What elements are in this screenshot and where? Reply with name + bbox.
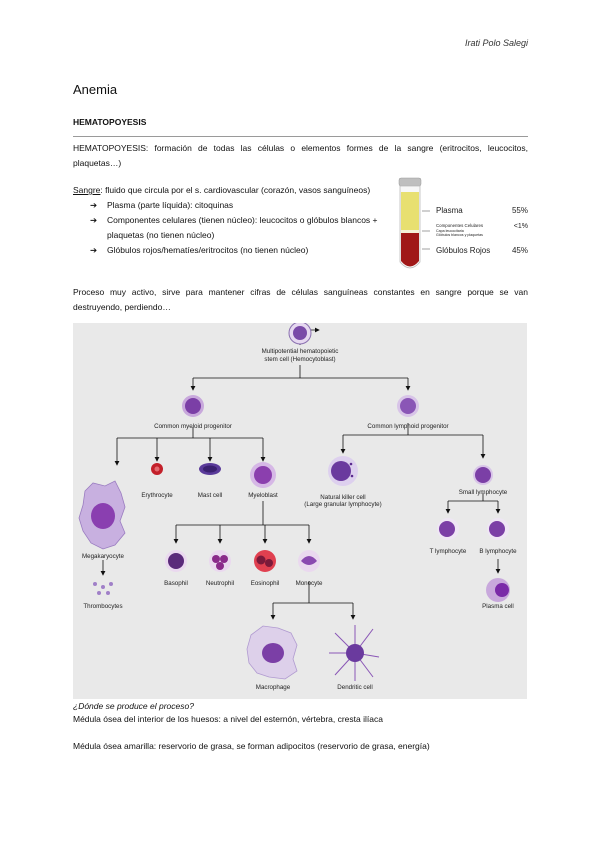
macrophage-icon [246,625,298,680]
eosinophil-label: Eosinophil [251,580,280,587]
b-lymphocyte-icon [487,518,509,540]
hematopoiesis-diagram: Multipotential hematopoietic stem cell (… [73,323,527,699]
basophil-icon [165,550,187,572]
monocyte-label: Monocyte [296,580,323,587]
t-lymphocyte-icon [437,518,459,540]
t-lymphocyte-label: T lymphocyte [430,548,467,555]
arrow-icon: ➔ [90,200,98,210]
rbc-layer [401,233,419,267]
section-divider [73,136,528,137]
erythrocyte-icon [151,463,163,475]
stem-label-2: stem cell (Hemocytoblast) [264,356,335,363]
myeloblast-label: Myeloblast [248,492,278,499]
nk-label-1: Natural killer cell [320,494,365,501]
rbc-pct: 45% [512,246,528,255]
dendritic-cell-icon [329,625,380,681]
sangre-text: : fluido que circula por el s. cardiovas… [100,185,371,195]
sangre-term: Sangre [73,185,101,195]
rbc-label: Glóbulos Rojos [436,246,490,255]
b-lymphocyte-label: B lymphocyte [479,548,517,555]
megakaryocyte-label: Megakaryocyte [82,553,125,560]
plasma-layer [401,192,419,230]
stem-label-1: Multipotential hematopoietic [262,348,339,355]
list-item: ➔Plasma (parte líquida): citoquinas [90,198,400,213]
small-lymphocyte-icon [473,465,493,485]
myeloid-label: Common myeloid progenitor [154,423,232,430]
buffy-coat-layer [401,230,419,233]
plasma-cell-label: Plasma cell [482,603,514,610]
buffy-sub1: Capa leucocitaria [436,229,464,233]
author-name: Irati Polo Salegi [464,38,528,48]
erythrocyte-label: Erythrocyte [141,492,173,499]
mast-cell-icon [199,463,221,475]
basophil-label: Basophil [164,580,188,587]
lymphoid-progenitor-icon [397,395,419,417]
megakaryocyte-icon [78,480,126,550]
question-text: ¿Dónde se produce el proceso? [73,701,194,711]
eosinophil-icon [254,550,276,572]
monocyte-icon [298,550,320,572]
list-item: ➔Glóbulos rojos/hematíes/eritrocitos (no… [90,243,400,258]
dendritic-label: Dendritic cell [337,684,372,691]
myeloblast-icon [250,462,276,488]
blood-tube-figure: Plasma 55% Componentes Celulares <1% Cap… [398,177,528,269]
neutrophil-label: Neutrophil [206,580,234,587]
plasma-label: Plasma [436,206,463,215]
process-paragraph: Proceso muy activo, sirve para mantener … [73,287,528,312]
buffy-pct: <1% [514,223,528,230]
arrow-icon: ➔ [90,245,98,255]
neutrophil-icon [209,550,231,572]
buffy-sub2: Glóbulos blancos y plaquetas [436,233,483,237]
sangre-list: ➔Plasma (parte líquida): citoquinas ➔Com… [90,198,400,258]
myeloid-progenitor-icon [182,395,204,417]
arrow-icon: ➔ [90,215,98,225]
nk-label-2: (Large granular lymphocyte) [304,501,381,508]
thrombocytes-icon [93,582,113,595]
mast-cell-label: Mast cell [198,492,222,499]
medula-amarilla-text: Médula ósea amarilla: reservorio de gras… [73,741,430,751]
plasma-cell-icon [486,578,510,602]
nk-cell-icon [328,456,358,486]
buffy-label: Componentes Celulares [436,223,484,228]
sangre-paragraph: Sangre: fluido que circula por el s. car… [73,183,393,198]
thrombocytes-label: Thrombocytes [83,603,122,610]
page-title: Anemia [73,82,118,97]
medula-roja-text: Médula ósea del interior de los huesos: … [73,714,383,724]
definition-term: HEMATOPOYESIS [73,143,146,153]
lymphoid-label: Common lymphoid progenitor [367,423,448,430]
section-heading: HEMATOPOYESIS [73,117,147,127]
list-item: ➔Componentes celulares (tienen núcleo): … [90,215,378,240]
definition-paragraph: HEMATOPOYESIS: formación de todas las cé… [73,141,528,171]
stem-cell-icon [288,323,312,345]
small-lymphocyte-label: Small lymphocyte [459,489,508,496]
definition-text: : formación de todas las células o eleme… [73,143,528,168]
plasma-pct: 55% [512,206,528,215]
macrophage-label: Macrophage [256,684,291,691]
